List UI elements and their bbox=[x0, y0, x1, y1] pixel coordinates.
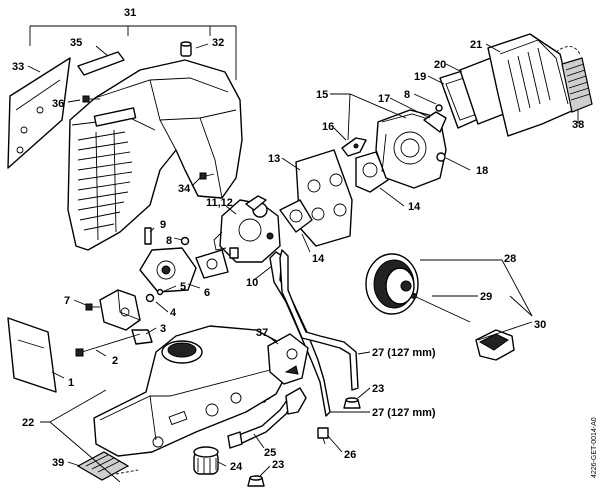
heat-plate-part bbox=[295, 149, 353, 247]
screw-part bbox=[85, 303, 100, 311]
heat-shield-part bbox=[7, 317, 57, 393]
callout-27-lower: 27 (127 mm) bbox=[372, 407, 436, 419]
callout-29: 29 bbox=[480, 291, 492, 303]
callout-35: 35 bbox=[70, 37, 82, 49]
gasket-part bbox=[195, 249, 229, 279]
callout-19: 19 bbox=[414, 71, 426, 83]
callout-15: 15 bbox=[316, 89, 328, 101]
gasket-part bbox=[279, 199, 313, 233]
callout-7: 7 bbox=[64, 295, 70, 307]
callout-labels: 31 35 32 33 36 34 9 8 11,12 6 10 5 4 7 3… bbox=[12, 7, 584, 473]
callout-28: 28 bbox=[504, 253, 516, 265]
intake-manifold-part bbox=[139, 247, 197, 293]
starter-rope-part bbox=[411, 293, 471, 323]
callout-14-upper: 14 bbox=[408, 201, 421, 213]
leader-lines bbox=[27, 25, 579, 483]
callout-38: 38 bbox=[572, 119, 584, 131]
grommet-part bbox=[343, 397, 361, 409]
fuel-tank-part bbox=[93, 325, 291, 457]
callout-9: 9 bbox=[160, 219, 166, 231]
callout-32: 32 bbox=[212, 37, 224, 49]
callout-16: 16 bbox=[322, 121, 334, 133]
callout-1: 1 bbox=[68, 377, 74, 389]
callout-8-left: 8 bbox=[166, 235, 172, 247]
callout-31: 31 bbox=[124, 7, 136, 19]
callout-18: 18 bbox=[476, 165, 488, 177]
stud-part bbox=[144, 227, 152, 245]
fuel-cap-part bbox=[193, 446, 219, 475]
callout-37: 37 bbox=[256, 327, 268, 339]
callout-22: 22 bbox=[22, 417, 34, 429]
callout-33: 33 bbox=[12, 61, 24, 73]
fuel-pickup-hose-part bbox=[227, 387, 307, 449]
filter-screen-part bbox=[555, 46, 593, 113]
callout-30: 30 bbox=[534, 319, 546, 331]
callout-23-right: 23 bbox=[372, 383, 384, 395]
nut-part bbox=[436, 152, 446, 162]
clip-part bbox=[423, 111, 447, 133]
filter-cover-part bbox=[487, 33, 575, 137]
callout-27-upper: 27 (127 mm) bbox=[372, 347, 436, 359]
long-screw-part bbox=[75, 333, 141, 357]
tank-vent-part bbox=[317, 427, 329, 445]
callout-34: 34 bbox=[178, 183, 191, 195]
callout-5: 5 bbox=[180, 281, 186, 293]
tank-pad-part bbox=[76, 451, 130, 481]
callout-39: 39 bbox=[52, 457, 64, 469]
starter-rope-rotor-part bbox=[365, 253, 419, 315]
screw-part bbox=[199, 172, 215, 180]
callout-23-bottom: 23 bbox=[272, 459, 284, 471]
cap-part bbox=[180, 41, 192, 57]
callout-6: 6 bbox=[204, 287, 210, 299]
shroud-fins bbox=[77, 129, 133, 241]
callout-13: 13 bbox=[268, 153, 280, 165]
grommet-part bbox=[247, 475, 265, 487]
callout-26: 26 bbox=[344, 449, 356, 461]
callout-14-lower: 14 bbox=[312, 253, 325, 265]
choke-lever-part bbox=[341, 137, 367, 157]
callout-17: 17 bbox=[378, 93, 390, 105]
carburetor-part bbox=[213, 195, 281, 263]
callout-20: 20 bbox=[434, 59, 446, 71]
callout-10: 10 bbox=[246, 277, 258, 289]
drawing-code: 4226-GET-0014-A0 bbox=[591, 417, 598, 478]
washer-part bbox=[180, 236, 190, 246]
callout-8-right: 8 bbox=[404, 89, 410, 101]
callout-25: 25 bbox=[264, 447, 276, 459]
fuel-hose-part bbox=[269, 249, 359, 417]
callout-24: 24 bbox=[230, 461, 243, 473]
side-cover-part bbox=[7, 57, 71, 169]
callout-3: 3 bbox=[160, 323, 166, 335]
washer-part bbox=[145, 288, 164, 303]
callout-21: 21 bbox=[470, 39, 482, 51]
decal-part bbox=[77, 51, 125, 76]
bracket-part bbox=[99, 289, 141, 331]
mount-bracket-part bbox=[267, 333, 309, 385]
callout-2: 2 bbox=[112, 355, 118, 367]
callout-11-12: 11,12 bbox=[206, 197, 233, 209]
shroud-part bbox=[67, 59, 243, 251]
callout-4: 4 bbox=[170, 307, 177, 319]
screw-part bbox=[82, 95, 100, 103]
callout-36: 36 bbox=[52, 98, 64, 110]
washer-part bbox=[435, 104, 443, 112]
